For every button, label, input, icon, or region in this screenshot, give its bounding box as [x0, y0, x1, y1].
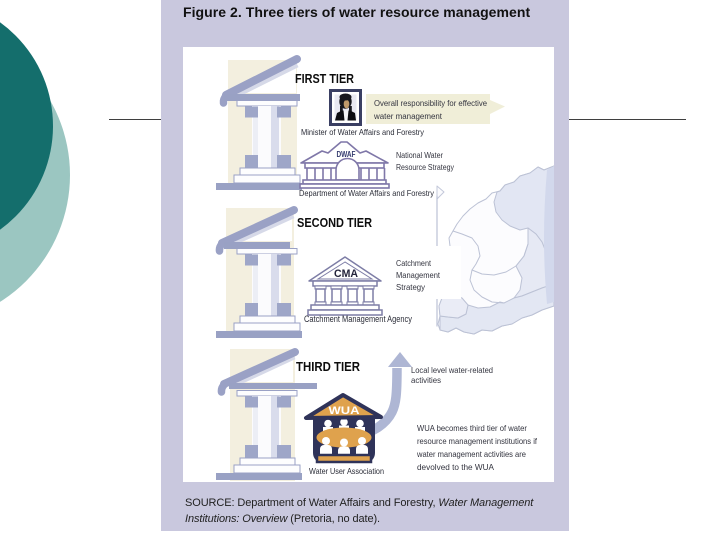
svg-text:SECOND TIER: SECOND TIER	[297, 215, 373, 230]
svg-text:Management: Management	[396, 270, 440, 280]
svg-text:activities: activities	[411, 375, 442, 385]
svg-text:Resource Strategy: Resource Strategy	[396, 162, 455, 172]
svg-text:water management activities ar: water management activities are	[416, 449, 526, 459]
svg-text:Overall responsibility for eff: Overall responsibility for effective	[374, 98, 487, 108]
svg-text:Catchment: Catchment	[396, 258, 431, 268]
svg-text:FIRST TIER: FIRST TIER	[295, 71, 355, 86]
svg-text:Water User Association: Water User Association	[309, 466, 384, 476]
svg-text:Catchment Management Agency: Catchment Management Agency	[304, 314, 412, 324]
svg-text:WUA: WUA	[329, 405, 360, 417]
svg-text:Department of Water Affairs an: Department of Water Affairs and Forestry	[299, 189, 435, 198]
svg-text:water management: water management	[373, 111, 442, 121]
svg-text:Minister of Water Affairs and: Minister of Water Affairs and Forestry	[301, 128, 425, 137]
svg-text:devolved to the WUA: devolved to the WUA	[417, 462, 494, 472]
svg-text:WUA becomes third tier of wate: WUA becomes third tier of water	[417, 423, 527, 433]
svg-text:DWAF: DWAF	[337, 150, 356, 159]
svg-text:THIRD TIER: THIRD TIER	[296, 359, 361, 374]
svg-text:resource management institutio: resource management institutions if	[417, 436, 538, 446]
svg-text:Strategy: Strategy	[396, 282, 426, 292]
svg-text:Local level water-related: Local level water-related	[411, 365, 493, 375]
svg-text:CMA: CMA	[334, 268, 358, 280]
svg-text:National Water: National Water	[396, 150, 443, 160]
